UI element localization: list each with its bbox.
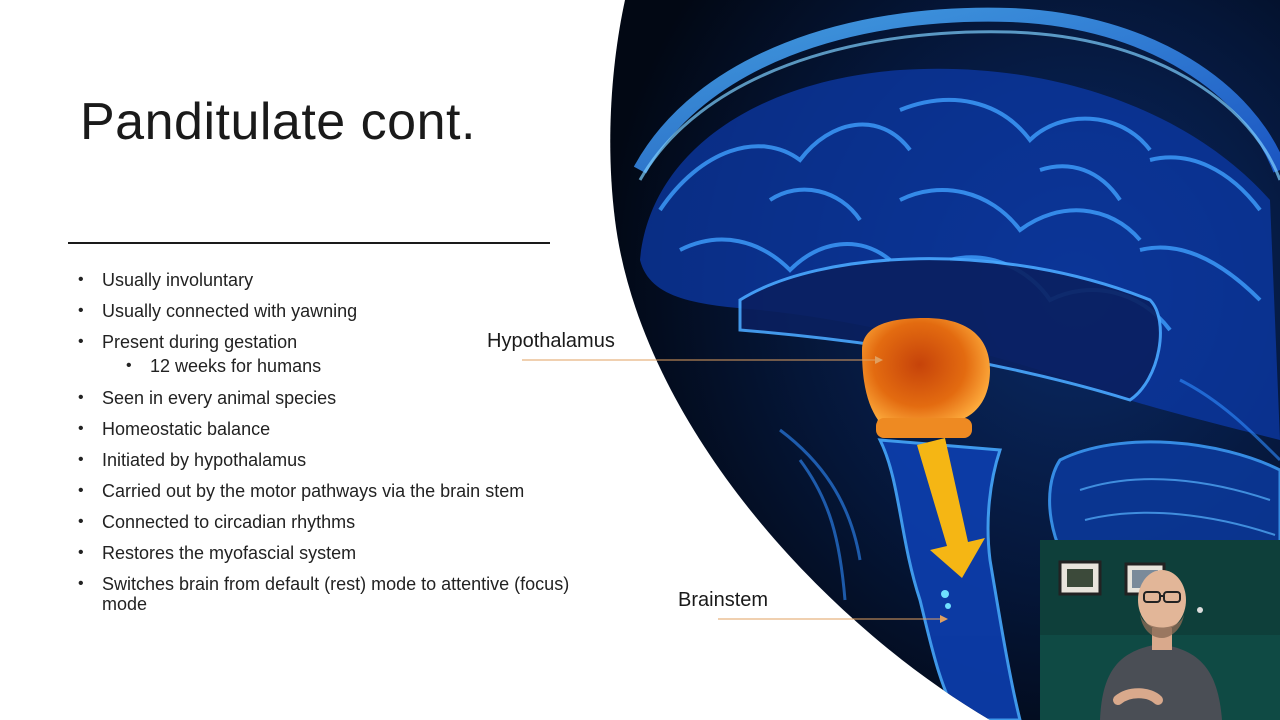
presenter-video-frame xyxy=(1040,540,1280,720)
brainstem-label: Brainstem xyxy=(678,589,769,611)
list-item: Usually involuntary xyxy=(78,270,598,290)
list-item: Present during gestation xyxy=(78,332,598,352)
list-item: Homeostatic balance xyxy=(78,419,598,439)
list-item: Restores the myofascial system xyxy=(78,543,598,563)
list-item: Usually connected with yawning xyxy=(78,301,598,321)
presenter-shirt xyxy=(1100,644,1222,720)
list-item: Switches brain from default (rest) mode … xyxy=(78,574,598,614)
list-item: Seen in every animal species xyxy=(78,388,598,408)
title-divider xyxy=(68,242,550,244)
bullet-list: Usually involuntary Usually connected wi… xyxy=(78,270,598,618)
list-item: Carried out by the motor pathways via th… xyxy=(78,481,598,501)
list-item: Connected to circadian rhythms xyxy=(78,512,598,532)
list-item: Initiated by hypothalamus xyxy=(78,450,598,470)
list-subitem: 12 weeks for humans xyxy=(78,356,598,376)
hypothalamus-label: Hypothalamus xyxy=(487,330,615,352)
presenter-face xyxy=(1138,570,1186,630)
presenter-webcam xyxy=(1040,540,1280,720)
slide-title: Panditulate cont. xyxy=(80,93,476,151)
